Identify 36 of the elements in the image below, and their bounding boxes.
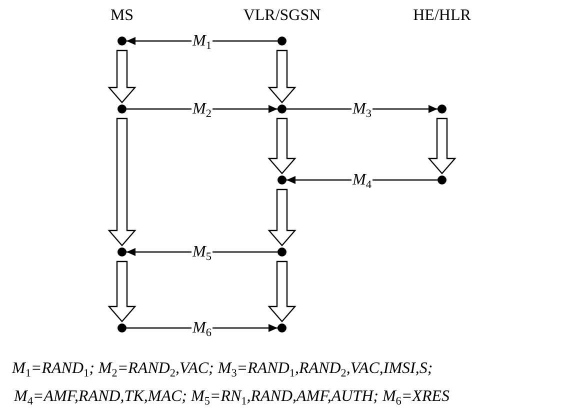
message-arrow (286, 105, 438, 113)
block-arrow (268, 260, 296, 322)
edge-label: M$_{4}$ (352, 172, 372, 190)
message-arrow (126, 248, 278, 256)
node-dot (438, 176, 446, 184)
node-dot (118, 248, 126, 256)
column-header: HE/HLR (413, 8, 471, 24)
block-arrow (268, 118, 296, 174)
edge-label: M$_{2}$ (192, 102, 212, 118)
block-arrow (108, 50, 136, 104)
block-arrow (108, 118, 136, 246)
message-arrow (126, 324, 278, 332)
column-header: VLR/SGSN (243, 8, 321, 24)
block-arrow (428, 118, 456, 174)
definition-note: M$_{1}$=RAND$_{1}$; M$_{2}$=RAND$_{2}$,VAC; M$_{3}$=RAND$_{1}$,RAND$_{2}$,VAC,IMSI,S; (12, 361, 433, 377)
node-dot (278, 324, 286, 332)
message-arrow (286, 176, 438, 184)
edge-label: M$_{1}$ (192, 34, 212, 50)
definition-note: M$_{4}$=AMF,RAND,TK,MAC; M$_{5}$=RN$_{1}$,RAND,AMF,AUTH; M$_{6}$=XRES (14, 389, 450, 405)
node-dot (278, 248, 286, 256)
node-dot (118, 36, 126, 46)
node-dot (278, 36, 286, 46)
message-arrow (126, 37, 278, 45)
edge-label: M$_{5}$ (192, 244, 212, 262)
node-dot (438, 104, 446, 114)
node-dot (278, 104, 286, 114)
column-header: MS (110, 8, 134, 24)
edge-label: M$_{6}$ (192, 320, 212, 338)
node-dot (278, 176, 286, 184)
edge-label: M$_{3}$ (352, 102, 372, 118)
message-arrow (126, 105, 278, 113)
block-arrow (268, 188, 296, 246)
block-arrow (108, 260, 136, 322)
node-dot (118, 324, 126, 332)
block-arrow (268, 50, 296, 104)
node-dot (118, 104, 126, 114)
